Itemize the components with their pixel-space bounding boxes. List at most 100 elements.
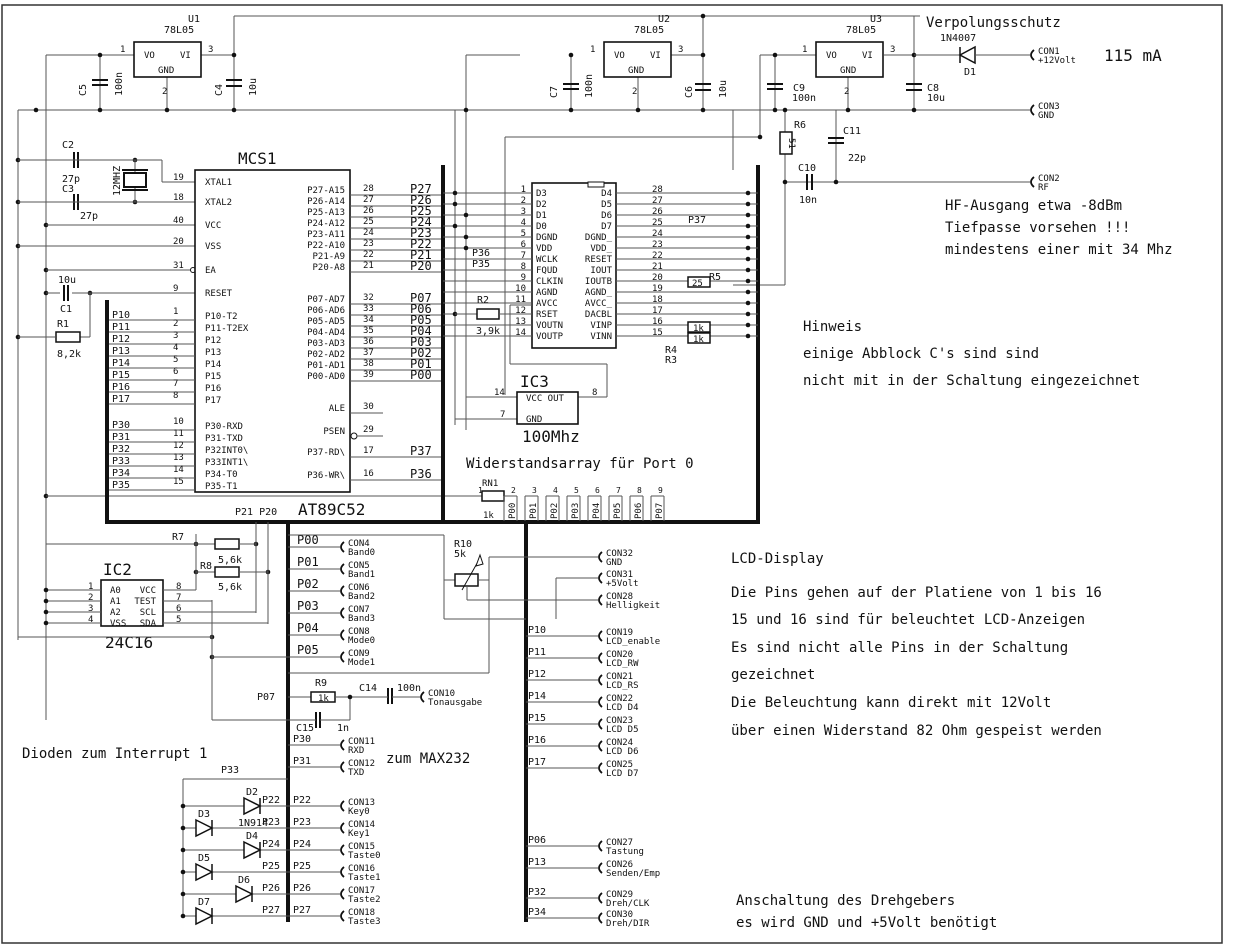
connector-icon bbox=[598, 572, 603, 584]
c10-value: 10n bbox=[799, 195, 817, 206]
diode-icon bbox=[243, 796, 262, 816]
dds-pin-name: D7 bbox=[601, 222, 612, 232]
net-label: P23 bbox=[293, 817, 311, 828]
mcu-pin-num: 34 bbox=[363, 315, 374, 325]
dds-net-p37: P37 bbox=[688, 215, 706, 226]
mcu-net-label: P13 bbox=[112, 346, 130, 357]
connector-name: +12Volt bbox=[1038, 56, 1076, 66]
regulator-pin-num: 3 bbox=[678, 45, 683, 55]
r7-ref: R7 bbox=[172, 532, 184, 543]
dds-chip bbox=[531, 182, 617, 349]
note-drehgeber-line: Anschaltung des Drehgebers bbox=[736, 893, 955, 909]
mcu-pin-num: 30 bbox=[363, 402, 374, 412]
junction bbox=[745, 245, 751, 251]
mcu-pin-name: P07-AD7 bbox=[307, 295, 345, 305]
mcu-pin-num: 12 bbox=[173, 441, 184, 451]
r3-value: 1k bbox=[693, 335, 704, 345]
mcu-net-label: P10 bbox=[112, 310, 130, 321]
junction bbox=[782, 179, 788, 185]
c4-ref: C4 bbox=[214, 84, 225, 96]
diode-d7: D7 bbox=[195, 897, 214, 926]
mcu-pin-num: 37 bbox=[363, 348, 374, 358]
rn1-pin-num: 6 bbox=[595, 486, 600, 495]
connector-icon bbox=[598, 912, 603, 924]
connector-ref: CON30 bbox=[606, 910, 633, 920]
junction bbox=[452, 223, 458, 229]
connector-icon bbox=[598, 652, 603, 664]
mcu-net-label: P04 bbox=[410, 324, 432, 338]
r9-ref: R9 bbox=[315, 678, 327, 689]
connector-icon bbox=[340, 585, 345, 597]
regulator-body bbox=[815, 41, 884, 78]
diode-d3: D3 bbox=[195, 809, 214, 838]
mcu-pin-name: VCC bbox=[205, 221, 221, 231]
mcu-net-label: P23 bbox=[410, 226, 432, 240]
mcu-pin-num: 39 bbox=[363, 370, 374, 380]
junction bbox=[164, 107, 170, 113]
connector-name: Taste2 bbox=[348, 895, 381, 905]
dds-pin-num: 23 bbox=[652, 240, 663, 250]
mcu-net-label: P00 bbox=[410, 368, 432, 382]
c6-ref: C6 bbox=[684, 86, 695, 98]
ic2-type: 24C16 bbox=[105, 633, 153, 652]
regulator-out-pin: VO bbox=[614, 51, 625, 61]
regulator-type: 78L05 bbox=[634, 25, 664, 36]
regulator-in-pin: VI bbox=[180, 51, 191, 61]
mcu-net-label: P01 bbox=[410, 357, 432, 371]
connector-name: Taste0 bbox=[348, 851, 381, 861]
diode-d6: D6 bbox=[235, 875, 254, 904]
note-hf-line: mindestens einer mit 34 Mhz bbox=[945, 242, 1173, 258]
mcu-pin-name: VSS bbox=[205, 242, 221, 252]
junction bbox=[231, 107, 237, 113]
mcu-pin-name: P04-AD4 bbox=[307, 328, 345, 338]
mcu-net-label: P31 bbox=[112, 432, 130, 443]
connector-name: GND bbox=[1038, 111, 1054, 121]
tone-output: 1k R9 P07 bbox=[257, 678, 420, 721]
dds-pin-name: RESET bbox=[585, 255, 613, 265]
r6-ref: R6 bbox=[794, 120, 806, 131]
mcu-net-label: P26 bbox=[410, 193, 432, 207]
net-label: P15 bbox=[528, 713, 546, 724]
ic3-pin7: 7 bbox=[500, 410, 505, 420]
note-hf: HF-Ausgang etwa -8dBm Tiefpasse vorsehen… bbox=[945, 198, 1173, 258]
dds-pin-name: AGND bbox=[536, 288, 558, 298]
c5-ref: C5 bbox=[78, 84, 89, 96]
junction bbox=[772, 107, 778, 113]
ic2-pin-num: 6 bbox=[176, 604, 181, 614]
junction bbox=[745, 256, 751, 262]
junction bbox=[700, 52, 706, 58]
dds-pin-name: RSET bbox=[536, 310, 558, 320]
mcu-pin-name: P22-A10 bbox=[307, 241, 345, 251]
mcu-pin-name: P23-A11 bbox=[307, 230, 345, 240]
connector-ref: CON9 bbox=[348, 649, 370, 659]
r4-value: 1k bbox=[693, 324, 704, 334]
crystal-12mhz: 12MHZ bbox=[18, 159, 195, 203]
junction bbox=[700, 13, 706, 19]
ic2-pin-name: SDA bbox=[140, 619, 157, 629]
connector-icon bbox=[340, 563, 345, 575]
regulator-body bbox=[133, 41, 202, 78]
junction bbox=[463, 245, 469, 251]
connector-icon bbox=[340, 888, 345, 900]
connector-ref: CON12 bbox=[348, 759, 375, 769]
mcu-pin-name: PSEN bbox=[323, 427, 345, 437]
net-label: P06 bbox=[528, 835, 546, 846]
regulator-type: 78L05 bbox=[846, 25, 876, 36]
regulator-pin-num: 3 bbox=[208, 45, 213, 55]
junction bbox=[745, 201, 751, 207]
mcu-at89c52 bbox=[194, 169, 351, 493]
connector-icon bbox=[340, 541, 345, 553]
rn1-pin-num: 5 bbox=[574, 486, 579, 495]
connector-ref: CON11 bbox=[348, 737, 375, 747]
